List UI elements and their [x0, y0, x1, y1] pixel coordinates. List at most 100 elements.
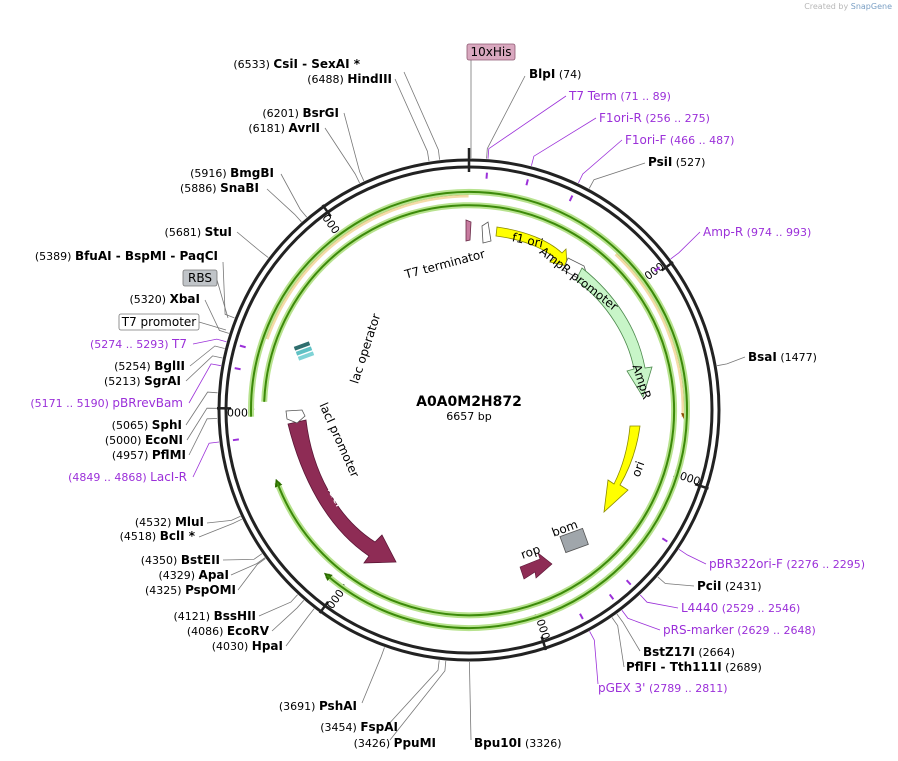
label-10xhis-box: 10xHis [466, 43, 516, 61]
enzyme-label: (5389) BfuAI - BspMI - PaqCI [35, 249, 218, 263]
enzyme-label: (5886) SnaBI [180, 181, 259, 195]
snapgene-brand: SnapGene [850, 2, 892, 11]
enzyme-leader-line [271, 600, 305, 632]
feature-label-ori: ori [629, 459, 647, 478]
ampr-arrow [575, 267, 653, 398]
backbone-tick [694, 482, 709, 490]
enzyme-label: (6488) HindIII [307, 72, 392, 86]
enzyme-leader-line [189, 345, 225, 367]
primer-leader-line [578, 139, 623, 184]
enzyme-leader-line [588, 162, 646, 189]
label-rbs: RBS [188, 271, 212, 285]
enzyme-label: (5254) BglII [114, 359, 185, 373]
enzyme-label: (6533) CsiI - SexAI * [233, 57, 360, 71]
enzyme-label: (4518) BclI * [120, 529, 196, 543]
primer-label: F1ori-F (466 .. 487) [625, 133, 734, 147]
enzyme-leader-line [343, 112, 365, 182]
feature-label-t7-terminator: T7 terminator [402, 247, 486, 282]
primer-label: (5274 .. 5293) T7 [90, 337, 187, 351]
enzyme-label: (3426) PpuMI [354, 736, 436, 750]
enzyme-label: (4121) BssHII [174, 609, 256, 623]
primer-leader-line [192, 441, 220, 478]
feature-label-lac-operator: lac operator [347, 312, 383, 386]
enzyme-leader-line [206, 515, 241, 524]
primer-label: T7 Term (71 .. 89) [568, 89, 671, 103]
backbone-tick [321, 204, 332, 218]
ori-arrow [603, 425, 641, 514]
primer-site-mark [232, 438, 240, 442]
primer-leader-line [670, 231, 701, 260]
label-t7-promoter: T7 promoter [121, 315, 197, 329]
enzyme-label: (4030) HpaI [212, 639, 283, 653]
enzyme-leader-line [204, 299, 230, 334]
enzyme-leader-line [222, 261, 235, 319]
label-rbs-box: RBS [182, 269, 218, 287]
enzyme-leader-line [280, 173, 308, 218]
enzyme-leader-line [222, 553, 263, 561]
enzyme-label: (5916) BmgBI [190, 166, 274, 180]
enzyme-leader-line [236, 231, 269, 258]
primer-label: L4440 (2529 .. 2546) [681, 601, 800, 615]
enzyme-label: (6181) AvrII [248, 121, 320, 135]
rbs-leader-line [216, 279, 229, 319]
lac-operator-marker [293, 341, 315, 361]
feature-label-ampr-promoter: AmpR promoter [537, 244, 621, 314]
enzyme-leader-line [403, 71, 440, 160]
backbone-tick [540, 636, 548, 651]
enzyme-label: BstZ17I (2664) [643, 645, 735, 659]
enzyme-label: (3454) FspAI [320, 720, 398, 734]
enzyme-label: Bpu10I (3326) [474, 736, 562, 750]
feature-label-f1-ori: f1 ori [511, 230, 545, 250]
primer-label: pGEX 3' (2789 .. 2811) [598, 681, 728, 695]
enzyme-label: BlpI (74) [529, 67, 581, 81]
primer-leader-line [639, 594, 679, 609]
primer-site-mark [568, 195, 574, 202]
primer-site-mark [234, 367, 241, 371]
t7-terminator-marker [465, 219, 472, 242]
enzyme-leader-line [324, 127, 360, 184]
enzyme-label: PflFI - Tth111I (2689) [626, 660, 762, 674]
enzyme-leader-line [185, 391, 218, 426]
enzyme-leader-line [258, 594, 298, 617]
enzyme-leader-line [616, 613, 641, 652]
green-arc-feature-inner-core [263, 204, 676, 617]
enzyme-leader-line [237, 558, 266, 591]
enzyme-label: (4329) ApaI [158, 568, 229, 582]
credit-prefix: Created by [804, 2, 849, 11]
enzyme-leader-line [185, 355, 223, 382]
enzyme-leader-line [186, 407, 218, 441]
primer-label: pRS-marker (2629 .. 2648) [663, 623, 816, 637]
enzyme-label: PciI (2431) [697, 579, 762, 593]
outer-labels: BlpI (74)PsiI (527)BsaI (1477)PciI (2431… [30, 57, 865, 750]
label-leader-lines [185, 60, 746, 741]
laci-promoter-marker [285, 409, 306, 424]
backbone-tick [661, 261, 674, 272]
enzyme-leader-line [385, 660, 440, 728]
primer-site-mark [625, 579, 632, 586]
feature-label-laci-promoter: lacI promoter [316, 400, 361, 479]
primer-label: Amp-R (974 .. 993) [703, 225, 811, 239]
enzyme-label: (6201) BsrGI [262, 106, 339, 120]
primer-leader-line [531, 117, 597, 166]
enzyme-leader-line [611, 617, 625, 668]
t7-promoter-leader-line [198, 321, 227, 331]
primer-site-mark [654, 266, 661, 272]
primer-leader-line [621, 610, 661, 631]
primer-leader-line [589, 631, 599, 685]
primer-leader-line [487, 95, 567, 159]
primer-leader-line [678, 548, 707, 565]
enzyme-leader-line [188, 418, 218, 456]
enzyme-leader-line [230, 557, 266, 576]
enzyme-label: (5065) SphI [112, 418, 182, 432]
enzyme-label: (5213) SgrAI [104, 374, 181, 388]
enzyme-leader-line [657, 576, 695, 587]
enzyme-leader-line [266, 188, 302, 223]
enzyme-label: (5320) XbaI [130, 292, 200, 306]
primer-site-mark [608, 593, 615, 600]
primer-leader-line [192, 338, 227, 345]
f1-ori-arrow [495, 226, 568, 267]
laci-arrow [287, 419, 397, 564]
enzyme-label: (4957) PflMI [112, 448, 186, 462]
